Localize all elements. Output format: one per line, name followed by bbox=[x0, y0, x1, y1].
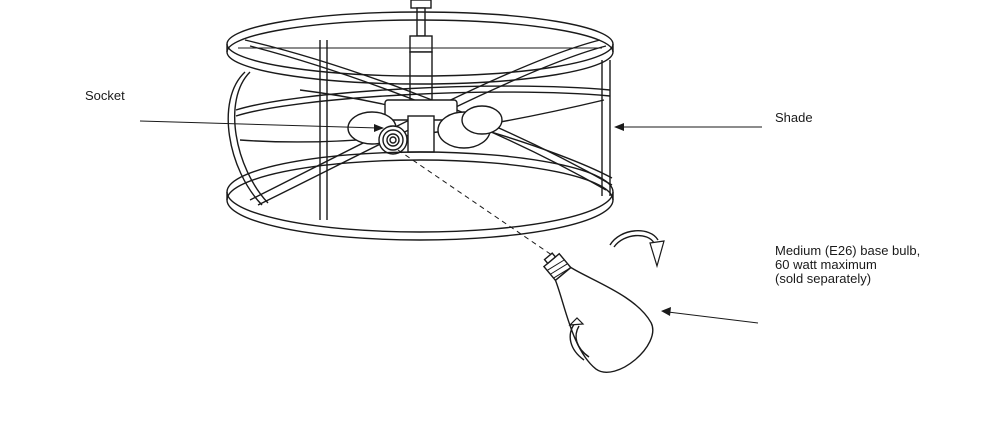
shade-bottom-ring bbox=[226, 151, 614, 241]
bulb-label-line: 60 watt maximum bbox=[775, 257, 877, 272]
bulb-insertion-path bbox=[397, 149, 563, 263]
down-rod bbox=[409, 0, 433, 115]
socket-leader bbox=[139, 120, 384, 132]
shade-top-ring bbox=[226, 11, 614, 85]
shade-label: Shade bbox=[775, 110, 813, 125]
bulb-label-line: (sold separately) bbox=[775, 271, 872, 286]
socket-cluster bbox=[347, 99, 503, 155]
socket-label: Socket bbox=[85, 88, 125, 103]
bulb-label-line: Medium (E26) base bulb, bbox=[775, 243, 921, 258]
rotate-arrow-icon bbox=[609, 230, 665, 269]
bulb bbox=[542, 252, 654, 373]
bulb-label: Medium (E26) base bulb, 60 watt maximum … bbox=[775, 244, 920, 286]
bulb-leader bbox=[661, 307, 759, 324]
rotate-arrow-icon bbox=[568, 317, 590, 361]
shade-leader bbox=[614, 123, 762, 131]
